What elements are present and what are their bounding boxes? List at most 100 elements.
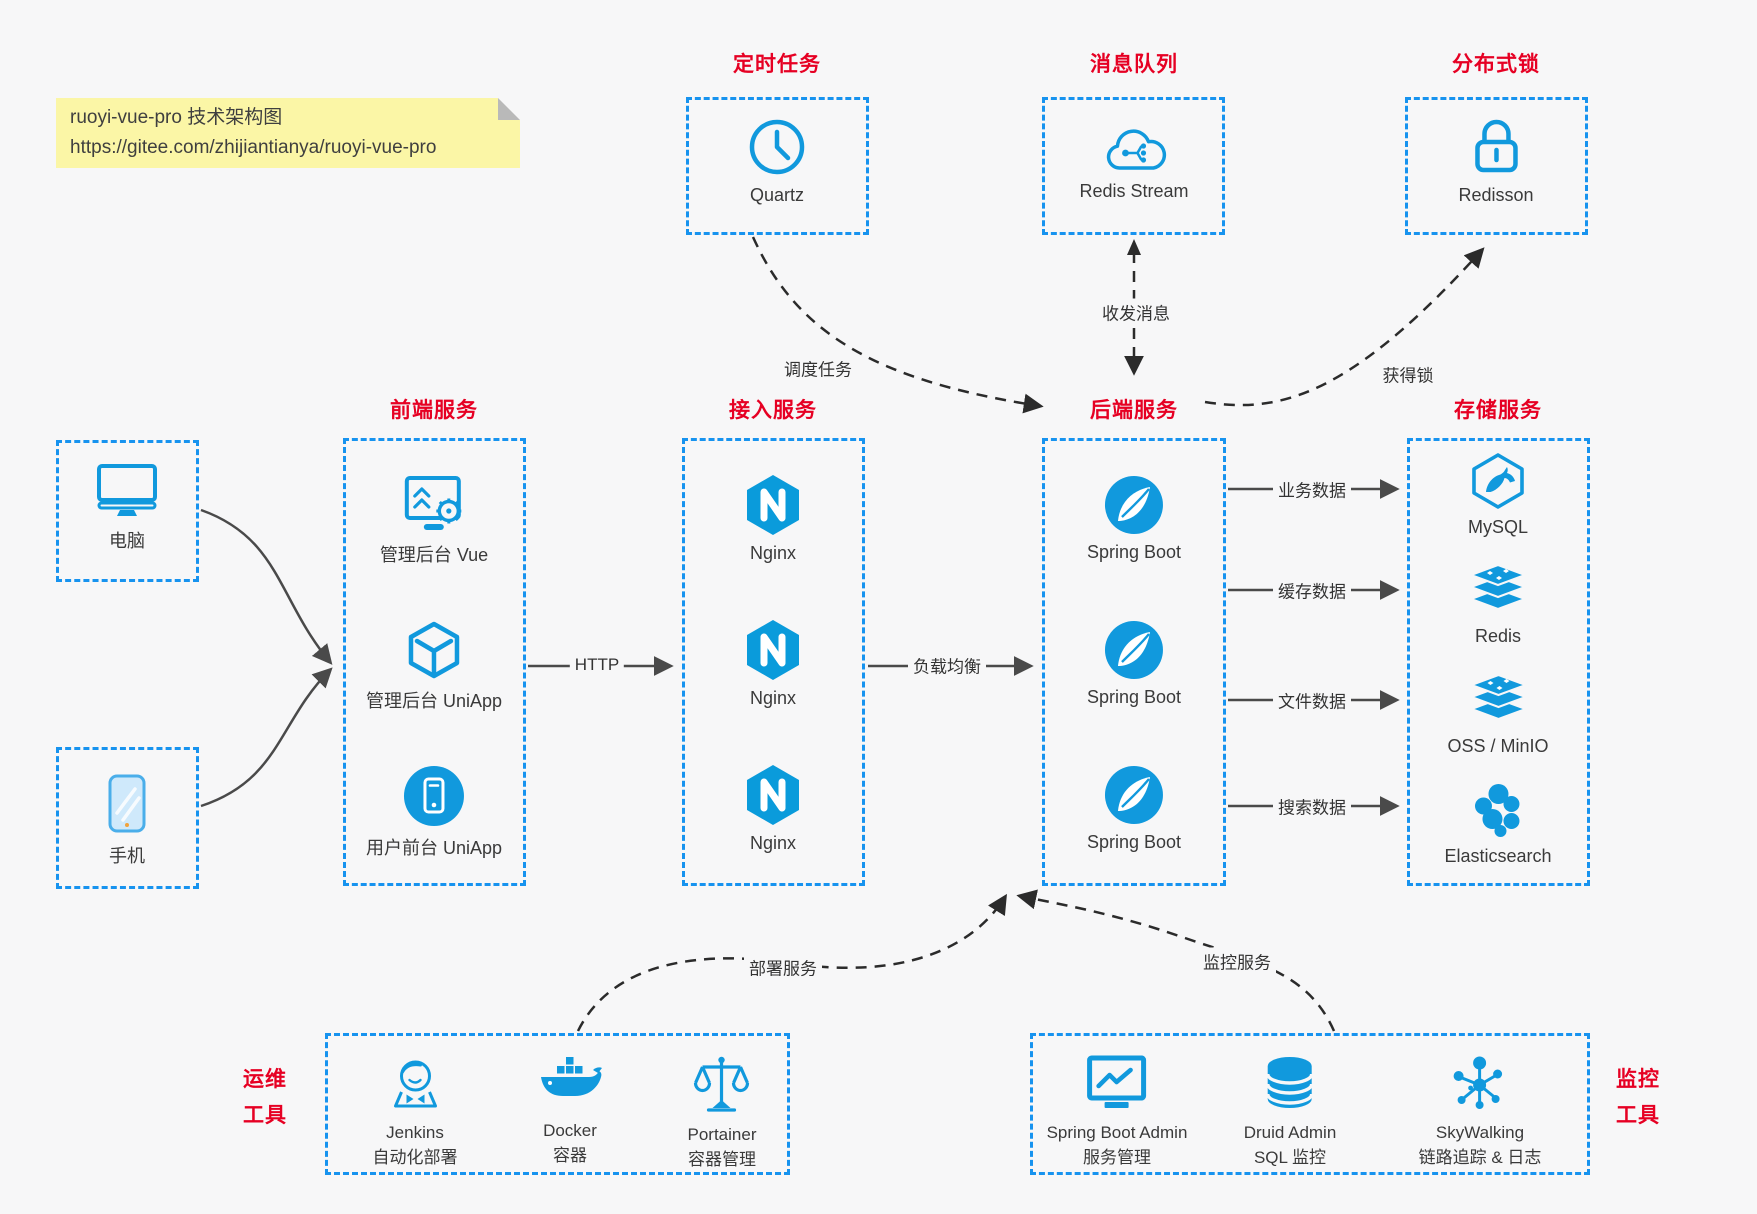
node-label: Portainer	[687, 1125, 757, 1144]
group-box-phone	[56, 747, 199, 889]
title-frontend: 前端服务	[390, 399, 478, 422]
node-nginx-2: Nginx	[744, 619, 802, 709]
node-label: Quartz	[749, 185, 805, 205]
skywalking-icon	[1453, 1056, 1503, 1109]
node-label: Spring Boot Admin	[1046, 1123, 1188, 1142]
admin-vue-icon	[405, 476, 462, 530]
jenkins-icon	[393, 1060, 437, 1108]
druid-icon	[1266, 1057, 1314, 1108]
edge-label-schedule-task: 调度任务	[779, 354, 857, 382]
node-redis: Redis	[1468, 563, 1528, 647]
node-desc: SQL 监控	[1253, 1148, 1327, 1167]
node-docker: Docker 容器	[537, 1054, 603, 1168]
node-skywalking: SkyWalking 链路追踪 & 日志	[1418, 1054, 1542, 1170]
node-label: 电脑	[109, 531, 145, 551]
node-oss-minio: OSS / MinIO	[1447, 673, 1549, 757]
group-box-backend	[1042, 438, 1226, 886]
edge-label-http: HTTP	[569, 654, 625, 676]
arrow-monitor-service	[1016, 889, 1336, 1032]
nginx-icon	[747, 475, 799, 535]
title-backend: 后端服务	[1090, 399, 1178, 422]
spring-boot-icon	[1105, 476, 1163, 534]
node-mysql: MySQL	[1468, 452, 1528, 538]
group-box-computer	[56, 440, 199, 582]
node-druid-admin: Druid Admin SQL 监控	[1244, 1054, 1336, 1170]
edge-label-business-data: 业务数据	[1273, 475, 1351, 503]
redis-icon	[1468, 563, 1528, 611]
edge-label-monitor-service: 监控服务	[1198, 947, 1276, 975]
node-desc: 服务管理	[1083, 1148, 1151, 1167]
edge-label-deploy-service: 部署服务	[744, 953, 822, 981]
node-spring-boot-admin: Spring Boot Admin 服务管理	[1046, 1054, 1188, 1170]
sticky-note: ruoyi-vue-pro 技术架构图 https://gitee.com/zh…	[56, 98, 520, 168]
edge-label-file-data: 文件数据	[1273, 686, 1351, 714]
node-redis-stream: Redis Stream	[1079, 124, 1189, 202]
spring-boot-admin-icon	[1087, 1055, 1147, 1108]
title-scheduler: 定时任务	[733, 53, 821, 76]
node-label: 用户前台 UniApp	[365, 838, 503, 858]
edge-label-load-balance: 负载均衡	[908, 651, 986, 679]
title-lock: 分布式锁	[1452, 53, 1540, 76]
node-desc: 容器管理	[687, 1150, 756, 1169]
clock-icon	[749, 119, 805, 175]
node-label: OSS / MinIO	[1447, 736, 1549, 756]
node-spring-boot-1: Spring Boot	[1087, 475, 1181, 563]
node-quartz: Quartz	[746, 116, 808, 206]
group-box-lock	[1405, 97, 1588, 235]
node-nginx-1: Nginx	[744, 474, 802, 564]
node-spring-boot-2: Spring Boot	[1087, 620, 1181, 708]
node-label: Nginx	[749, 543, 797, 563]
lock-icon	[1474, 119, 1518, 173]
user-app-icon	[403, 766, 464, 826]
note-title: ruoyi-vue-pro 技术架构图	[70, 107, 283, 128]
node-desc: 链路追踪 & 日志	[1418, 1148, 1542, 1167]
node-label: Docker	[543, 1121, 597, 1140]
monitoring-label-line1: 监控	[1616, 1068, 1660, 1091]
sticky-note-fold-icon	[498, 98, 520, 120]
group-box-gateway	[682, 438, 865, 886]
title-monitoring-tools: 监控 工具	[1606, 1062, 1670, 1134]
node-label: MySQL	[1467, 517, 1529, 537]
cloud-mq-icon	[1106, 129, 1166, 170]
nginx-icon	[747, 620, 799, 680]
arrowhead-message-up	[1127, 239, 1141, 255]
node-label: Nginx	[749, 688, 797, 708]
node-spring-boot-3: Spring Boot	[1087, 765, 1181, 853]
node-label: 手机	[109, 846, 145, 866]
arrow-acquire-lock	[1204, 247, 1485, 407]
title-gateway: 接入服务	[729, 399, 817, 422]
edge-label-acquire-lock: 获得锁	[1377, 360, 1439, 388]
portainer-icon	[694, 1056, 750, 1112]
node-label: Nginx	[749, 833, 797, 853]
node-portainer: Portainer 容器管理	[687, 1054, 757, 1172]
docker-icon	[541, 1057, 602, 1096]
note-url: https://gitee.com/zhijiantianya/ruoyi-vu…	[70, 137, 437, 158]
group-box-ops	[325, 1033, 790, 1175]
title-storage: 存储服务	[1454, 399, 1542, 422]
node-label: Jenkins	[386, 1123, 444, 1142]
edge-label-cache-data: 缓存数据	[1273, 576, 1351, 604]
node-label: SkyWalking	[1435, 1123, 1525, 1142]
arrow-computer-to-frontend	[200, 508, 333, 665]
group-box-monitoring	[1030, 1033, 1590, 1175]
edge-label-send-receive-message: 收发消息	[1097, 298, 1175, 326]
title-mq: 消息队列	[1090, 53, 1178, 76]
uniapp-cube-icon	[408, 621, 460, 679]
group-box-storage	[1407, 438, 1590, 886]
mobile-icon	[108, 774, 146, 833]
monitoring-label-line2: 工具	[1616, 1104, 1660, 1127]
ops-label-line1: 运维	[243, 1068, 287, 1091]
node-label: 管理后台 Vue	[379, 545, 489, 565]
node-label: Elasticsearch	[1444, 846, 1552, 866]
node-label: Redis	[1474, 626, 1522, 646]
node-computer: 电脑	[95, 462, 159, 553]
elasticsearch-icon	[1474, 784, 1519, 837]
node-label: Spring Boot	[1086, 687, 1182, 707]
node-label: Redisson	[1458, 185, 1534, 205]
spring-boot-icon	[1105, 621, 1163, 679]
spring-boot-icon	[1105, 766, 1163, 824]
edge-label-search-data: 搜索数据	[1273, 792, 1351, 820]
title-ops-tools: 运维 工具	[233, 1062, 297, 1134]
node-desc: 容器	[553, 1146, 587, 1165]
